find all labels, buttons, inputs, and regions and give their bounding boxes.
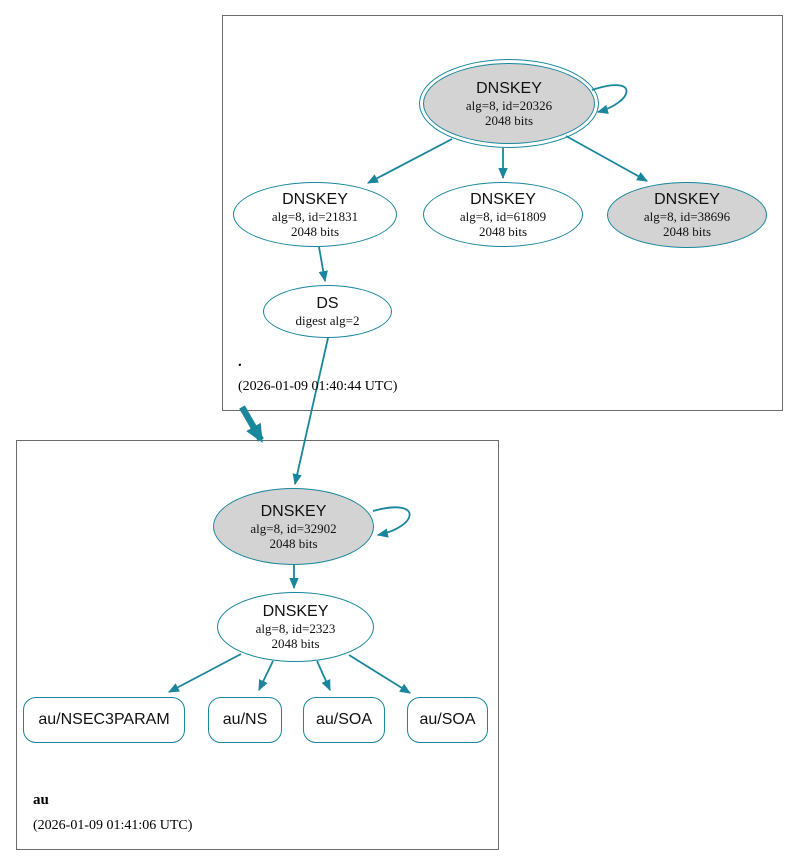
node-subtitle: 2048 bits: [484, 112, 534, 128]
zone-root-name: .: [238, 354, 242, 370]
zone-root-box: [222, 15, 783, 411]
node-title: DNSKEY: [260, 502, 327, 520]
edge-delegation-root-to-au: [239, 405, 264, 443]
node-title: DNSKEY: [282, 190, 348, 208]
node-dnskey-20326[interactable]: DNSKEY alg=8, id=20326 2048 bits: [419, 59, 599, 148]
node-subtitle: alg=8, id=2323: [255, 621, 336, 636]
node-dnskey-32902[interactable]: DNSKEY alg=8, id=32902 2048 bits: [213, 488, 374, 565]
node-ds-au[interactable]: DS digest alg=2: [263, 285, 392, 338]
zone-root-timestamp: (2026-01-09 01:40:44 UTC): [238, 379, 398, 394]
node-subtitle: 2048 bits: [662, 224, 712, 239]
node-title: DNSKEY: [654, 191, 720, 208]
zone-au-name: au: [33, 792, 49, 808]
rrset-label: au/SOA: [315, 711, 373, 728]
rrset-label: au/NSEC3PARAM: [38, 711, 170, 728]
node-subtitle: 2048 bits: [290, 223, 340, 239]
node-dnskey-38696[interactable]: DNSKEY alg=8, id=38696 2048 bits: [607, 182, 767, 248]
node-subtitle: digest alg=2: [295, 313, 360, 328]
zone-au-timestamp: (2026-01-09 01:41:06 UTC): [33, 818, 193, 833]
node-title: DNSKEY: [470, 190, 536, 208]
node-title: DNSKEY: [476, 79, 542, 97]
node-rrset-au-ns[interactable]: au/NS: [208, 697, 282, 743]
rrset-label: au/NS: [222, 711, 268, 728]
node-subtitle: alg=8, id=32902: [250, 520, 337, 536]
node-rrset-au-nsec3param[interactable]: au/NSEC3PARAM: [23, 697, 185, 743]
node-dnskey-20326-inner-ring: DNSKEY alg=8, id=20326 2048 bits: [423, 63, 595, 144]
node-subtitle: alg=8, id=38696: [643, 209, 731, 224]
node-rrset-au-soa-2[interactable]: au/SOA: [407, 697, 488, 743]
node-title: DNSKEY: [262, 603, 329, 620]
rrset-label: au/SOA: [419, 711, 476, 728]
node-dnskey-61809[interactable]: DNSKEY alg=8, id=61809 2048 bits: [423, 182, 583, 247]
node-subtitle: 2048 bits: [269, 535, 318, 551]
node-subtitle: 2048 bits: [478, 223, 528, 239]
node-rrset-au-soa-1[interactable]: au/SOA: [303, 697, 385, 743]
node-subtitle: alg=8, id=21831: [271, 208, 359, 224]
node-title: DS: [316, 295, 339, 312]
node-dnskey-2323[interactable]: DNSKEY alg=8, id=2323 2048 bits: [217, 592, 374, 662]
node-subtitle: 2048 bits: [271, 636, 320, 651]
node-subtitle: alg=8, id=20326: [465, 97, 553, 113]
node-subtitle: alg=8, id=61809: [459, 208, 547, 224]
node-dnskey-21831[interactable]: DNSKEY alg=8, id=21831 2048 bits: [233, 182, 397, 247]
